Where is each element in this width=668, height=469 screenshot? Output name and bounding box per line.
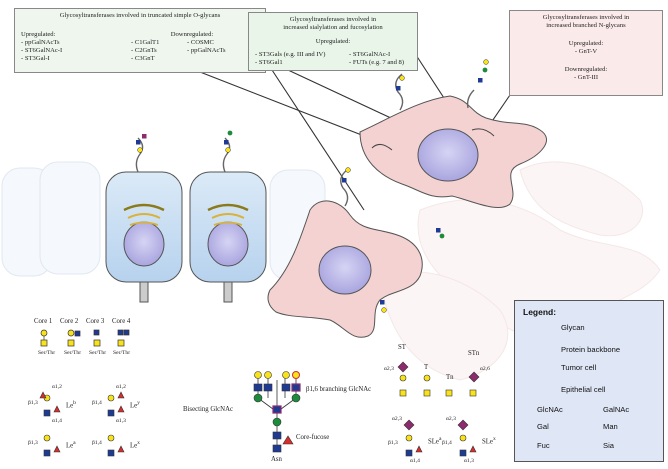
linkage-label: β1,3 xyxy=(28,440,38,446)
down-item: - C1GalT1 xyxy=(131,39,160,46)
linkage-label: α2,3 xyxy=(446,416,456,422)
legend-gal: Gal xyxy=(537,422,549,431)
branched-n-glycans-box: Glycosyltransferases involved in increas… xyxy=(509,10,663,96)
linkage-label: β1,3 xyxy=(28,400,38,406)
glycan-clusters xyxy=(136,59,489,313)
sialyl-structures xyxy=(397,361,480,457)
sialylation-fucosylation-box: Glycosyltransferases involved in increas… xyxy=(248,12,418,71)
lewis-structures xyxy=(39,391,125,457)
down-item: - COSMC xyxy=(187,39,214,46)
core3-label: Core 3 xyxy=(86,318,105,325)
down-item: - C3GnT xyxy=(131,55,155,62)
t-label: T xyxy=(424,364,429,371)
slea-label: SLea xyxy=(428,436,442,446)
up-heading: Upregulated: xyxy=(315,38,351,45)
le-y-label: Ley xyxy=(130,400,140,410)
st-label: ST xyxy=(398,344,406,351)
sertr-label: Ser/Thr xyxy=(89,350,107,356)
le-x-label: Lex xyxy=(130,440,140,450)
down-item: - GnT-III xyxy=(573,74,599,81)
linkage-label: α1,4 xyxy=(410,458,420,464)
down-item: - ppGalNAcTs xyxy=(187,47,226,54)
up-item: - ST6GalNAc-I xyxy=(349,51,391,58)
stn-label: STn xyxy=(468,350,480,357)
down-item: - C2GnTs xyxy=(131,47,157,54)
up-heading: Upregulated: xyxy=(21,31,56,38)
legend-man: Man xyxy=(603,422,618,431)
up-item: - GnT-V xyxy=(574,48,598,55)
legend-glycan: Glycan xyxy=(561,323,585,332)
box-title-line1: Glycosyltransferases involved in xyxy=(289,16,377,23)
linkage-label: β1,4 xyxy=(92,440,102,446)
up-item: - FUTs (e.g. 7 and 8) xyxy=(349,59,405,66)
epithelial-cell-right xyxy=(189,171,267,303)
legend-panel: Legend: Glycan Protein backbone Tumor ce… xyxy=(514,300,664,462)
sertr-label: Ser/Thr xyxy=(38,350,56,356)
legend-galnac: GalNAc xyxy=(603,405,630,414)
box-title-line2: increased sialylation and fucosylation xyxy=(283,24,383,31)
linkage-label: α1,4 xyxy=(52,418,62,424)
up-item: - ppGalNAcTs xyxy=(21,39,60,46)
linkage-label: α2,3 xyxy=(384,366,394,372)
branching-glcnac-label: β1,6 branching GlcNAc xyxy=(306,386,372,393)
up-item: - ST3Gal-I xyxy=(21,55,50,62)
sertr-label: Ser/Thr xyxy=(113,350,131,356)
linkage-label: α1,2 xyxy=(52,384,62,390)
le-b-label: Leb xyxy=(66,400,76,410)
linkage-label: α1,3 xyxy=(116,418,126,424)
sertr-label: Ser/Thr xyxy=(64,350,82,356)
tn-label: Tn xyxy=(446,374,454,381)
core2-label: Core 2 xyxy=(60,318,79,325)
up-item: - ST6Gal1 xyxy=(255,59,283,66)
linkage-label: α2,3 xyxy=(392,416,402,422)
n-glycan-monosaccharides xyxy=(253,371,301,453)
up-heading: Upregulated: xyxy=(568,40,604,47)
core-structures xyxy=(40,329,130,347)
up-item: - ST3Gals (e.g. III and IV) xyxy=(255,51,326,58)
legend-glcnac: GlcNAc xyxy=(537,405,563,414)
le-a-label: Lea xyxy=(66,440,76,450)
core4-label: Core 4 xyxy=(112,318,131,325)
epithelial-cell-left xyxy=(105,171,183,303)
tumor-cell-upper xyxy=(359,95,547,208)
core1-label: Core 1 xyxy=(34,318,53,325)
down-heading: Downregulated: xyxy=(170,31,214,38)
legend-title: Legend: xyxy=(523,307,557,317)
linkage-label: β1,4 xyxy=(442,440,452,446)
truncated-o-glycans-box: Glycosyltransferases involved in truncat… xyxy=(14,8,266,73)
legend-tumor: Tumor cell xyxy=(561,363,597,372)
faded-epithelial-cells xyxy=(1,161,326,281)
box-title: Glycosyltransferases involved in truncat… xyxy=(59,12,221,19)
tumor-cell-lower xyxy=(267,200,423,338)
surface-glycans xyxy=(135,73,475,207)
legend-backbone: Protein backbone xyxy=(561,345,621,354)
slex-label: SLex xyxy=(482,436,496,446)
legend-epithelial: Epithelial cell xyxy=(561,385,606,394)
linkage-label: β1,4 xyxy=(92,400,102,406)
linkage-label: α1,2 xyxy=(116,384,126,390)
legend-fuc: Fuc xyxy=(537,441,550,450)
linkage-label: α2,6 xyxy=(480,366,490,372)
linkage-label: β1,3 xyxy=(388,440,398,446)
legend-sia: Sia xyxy=(603,441,614,450)
linkage-label: α1,3 xyxy=(464,458,474,464)
asn-label: Asn xyxy=(271,456,282,463)
bisecting-glcnac-label: Bisecting GlcNAc xyxy=(183,406,234,413)
down-heading: Downregulated: xyxy=(564,66,608,73)
box-title-line1: Glycosyltransferases involved in xyxy=(542,14,630,21)
core-fucose-label: Core-fucose xyxy=(296,434,330,441)
box-title-line2: increased branched N-glycans xyxy=(546,22,626,29)
up-item: - ST6GalNAc-I xyxy=(21,47,63,54)
